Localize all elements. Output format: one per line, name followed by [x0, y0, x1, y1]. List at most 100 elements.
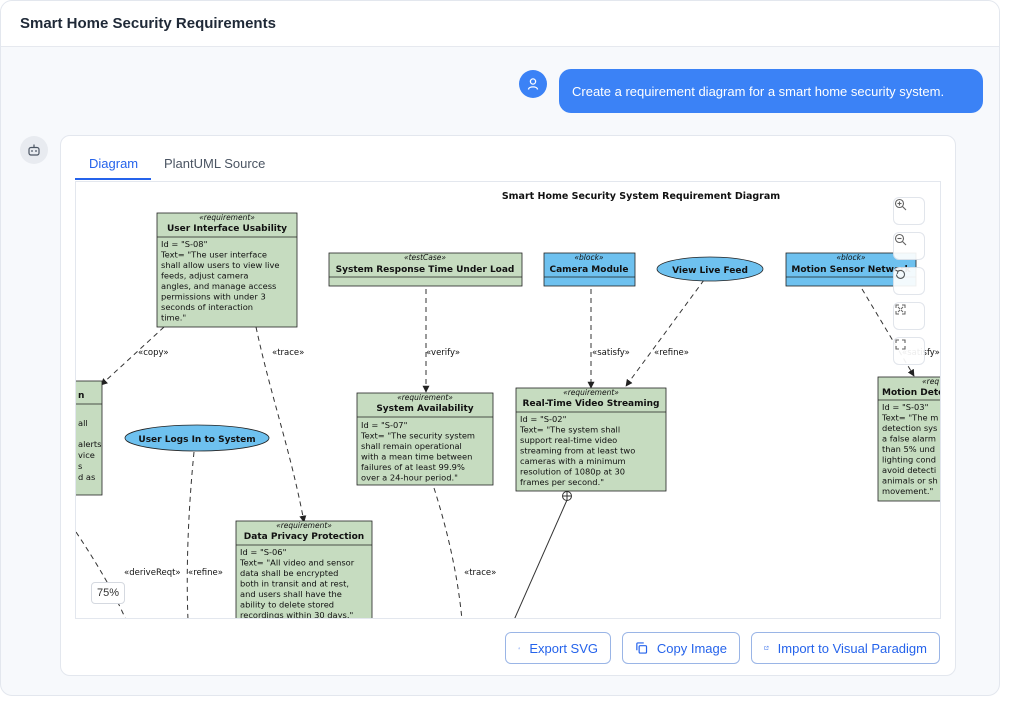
svg-text:Id = "S-06" Text=: Id = "S-06" Text= "All video and sensor … [239, 547, 357, 619]
external-link-icon [764, 645, 769, 650]
requirement-data-privacy-protection: «requirement» Data Privacy Protection Id… [235, 520, 373, 619]
body-line: Text= "The security system [360, 431, 475, 441]
svg-text:all alerts: all alerts vice s d as [78, 418, 104, 482]
stereotype-label: «requirement» [199, 213, 255, 222]
testcase-system-response-time: «testCase» System Response Time Under Lo… [328, 252, 523, 287]
relation-trace-label: «trace» [272, 348, 304, 358]
copy-icon [636, 642, 648, 654]
user-icon [527, 78, 539, 90]
body-line: Id = "S-06" [240, 547, 287, 557]
fit-to-screen-button[interactable] [893, 302, 925, 330]
zoom-out-icon [894, 233, 907, 246]
page-title: Smart Home Security Requirements [20, 15, 276, 32]
body-line: shall allow users to view live [161, 260, 280, 270]
active-tab-indicator [75, 178, 151, 180]
relation-refine-line [625, 279, 705, 387]
user-avatar [519, 70, 547, 98]
body-line: Id = "S-03" [882, 402, 929, 412]
diagram-title: Smart Home Security System Requirement D… [502, 191, 780, 202]
body-line: detection sys [882, 423, 937, 433]
body-line: seconds of interaction [161, 302, 253, 312]
relation-copy-label: «copy» [138, 348, 169, 358]
import-visual-paradigm-button[interactable]: Import to Visual Paradigm [751, 632, 940, 664]
body-line: streaming from at least two [520, 446, 635, 456]
body-line: Id = "S-07" [361, 420, 408, 430]
body-line: all [78, 418, 88, 428]
fullscreen-button[interactable] [893, 337, 925, 365]
body-line: than 5% und [882, 444, 935, 454]
svg-text:Id = "S-07" Text=: Id = "S-07" Text= "The security system s… [360, 420, 478, 483]
body-line: s [78, 461, 82, 471]
download-icon [518, 647, 521, 650]
relation-refine-label: «refine» [654, 348, 689, 358]
body-line: alerts [78, 439, 101, 449]
relation-refine-label-2: «refine» [188, 568, 223, 578]
user-message-bubble: Create a requirement diagram for a smart… [559, 69, 983, 113]
body-line: with a mean time between [361, 452, 472, 462]
body-line: animals or sh [882, 476, 938, 486]
requirement-user-interface-usability: «requirement» User Interface Usability I… [156, 212, 298, 328]
element-name: n [78, 391, 84, 401]
body-line: resolution of 1080p at 30 [520, 467, 625, 477]
body-line: ability to delete stored [240, 600, 334, 610]
zoom-out-button[interactable] [893, 232, 925, 260]
export-svg-button[interactable]: Export SVG [505, 632, 611, 664]
reset-icon [895, 269, 905, 279]
body-line: Id = "S-02" [520, 414, 567, 424]
body-line: shall remain operational [361, 441, 462, 451]
import-visual-paradigm-label: Import to Visual Paradigm [777, 640, 927, 656]
body-line: d as [78, 472, 95, 482]
body-line: both in transit and at rest, [240, 579, 349, 589]
body-line: Text= "The user interface [160, 250, 267, 260]
export-svg-label: Export SVG [529, 640, 598, 656]
body-line: feeds, adjust camera [161, 271, 248, 281]
svg-text:Id = "S-02" Text=: Id = "S-02" Text= "The system shall supp… [519, 414, 638, 487]
fullscreen-icon [895, 339, 906, 350]
relation-deriveReqt-line [76, 531, 126, 618]
body-line: Id = "S-08" [161, 239, 208, 249]
requirement-system-availability: «requirement» System Availability Id = "… [356, 392, 494, 486]
relation-trace-line-2 [433, 487, 463, 618]
svg-text:Id = "S-03" Text=: Id = "S-03" Text= "The m detection sys a… [881, 402, 941, 496]
element-name: Real-Time Video Streaming [523, 399, 660, 409]
usecase-user-logs-in: User Logs In to System [124, 424, 270, 452]
body-line: over a 24-hour period." [361, 473, 458, 483]
element-name: Camera Module [550, 265, 629, 275]
diagram-card: Diagram PlantUML Source Smart Home Secur… [60, 135, 956, 676]
element-name: Motion Dete [882, 388, 941, 398]
body-line: Text= "The system shall [519, 425, 620, 435]
requirement-left-partial: n all alerts vice s d as [76, 380, 104, 496]
element-name: System Availability [376, 404, 473, 414]
stereotype-label: «block» [836, 253, 866, 262]
usecase-view-live-feed: View Live Feed [656, 256, 764, 282]
reset-zoom-button[interactable] [893, 267, 925, 295]
body-line: angles, and manage access [161, 281, 276, 291]
svg-text:Id = "S-08" Text=: Id = "S-08" Text= "The user interface sh… [160, 239, 282, 323]
body-line: support real-time video [520, 435, 617, 445]
tab-plantuml-source[interactable]: PlantUML Source [164, 156, 266, 171]
copy-image-button[interactable]: Copy Image [622, 632, 740, 664]
relation-refine-line-2 [186, 451, 195, 618]
body-line: vice [78, 450, 95, 460]
body-line: time." [161, 313, 186, 323]
tab-diagram[interactable]: Diagram [89, 156, 139, 171]
zoom-in-button[interactable] [893, 197, 925, 225]
body-line: lighting cond [882, 455, 936, 465]
relation-verify-label: «verify» [426, 348, 460, 358]
bot-icon [28, 144, 40, 156]
zoom-in-icon [894, 198, 907, 211]
body-line: movement." [882, 486, 934, 496]
containment-line [514, 499, 568, 618]
body-line: recordings within 30 days." [240, 610, 354, 619]
stereotype-label: «testCase» [404, 253, 446, 262]
app-window: Smart Home Security Requirements Create … [0, 0, 1000, 696]
diagram-viewport[interactable]: Smart Home Security System Requirement D… [75, 181, 941, 619]
relation-trace-line [255, 326, 307, 523]
relation-satisfy-label: «satisfy» [592, 348, 630, 358]
stereotype-label: «block» [574, 253, 604, 262]
element-name: System Response Time Under Load [336, 265, 515, 275]
requirement-motion-detection: «req Motion Dete Id = "S-03" Text= "The … [877, 376, 941, 502]
body-line: a false alarm [882, 434, 936, 444]
body-line: failures of at least 99.9% [361, 462, 465, 472]
stereotype-label: «req [922, 377, 939, 386]
